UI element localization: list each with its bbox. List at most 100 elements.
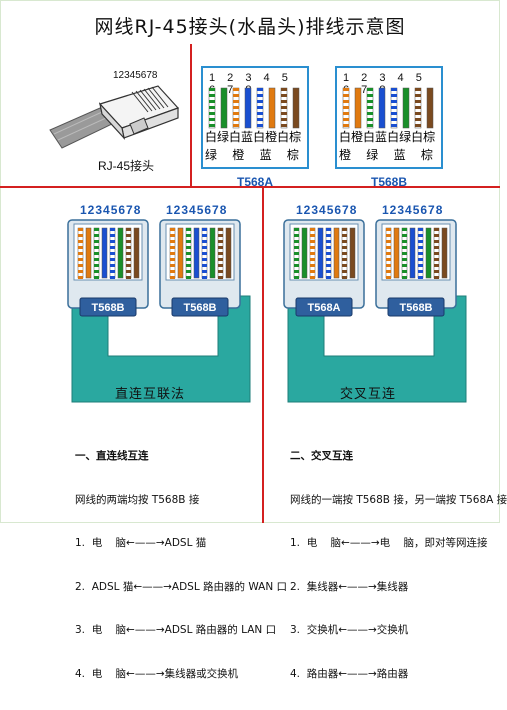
divider-vertical-top [190, 44, 192, 186]
wire-strand [349, 227, 356, 279]
page-title: 网线RJ-45接头(水晶头)排线示意图 [94, 16, 406, 38]
wire-stripe [415, 118, 421, 121]
wire-stripe [110, 258, 115, 261]
wire-stripe [310, 264, 315, 267]
wire-stripe [202, 264, 207, 267]
wire-stripe [209, 118, 215, 121]
wire-stripe [281, 118, 287, 121]
wire-stripe [434, 228, 439, 231]
wire-stripe [186, 228, 191, 231]
wire-stripe [343, 100, 349, 103]
list-item: 4. 电 脑←——→集线器或交换机 [75, 667, 239, 680]
wire-stripe [418, 264, 423, 267]
wire-stripe [367, 100, 373, 103]
wire-stripe [126, 270, 131, 273]
wire-stripe [402, 252, 407, 255]
wire-stripe [281, 112, 287, 115]
wire-stripe [310, 234, 315, 237]
list-item: 2. ADSL 猫←——→ADSL 路由器的 WAN 口 [75, 580, 288, 593]
wire-strand [117, 227, 124, 279]
wire-stripe [170, 276, 175, 279]
wire-stripe [186, 252, 191, 255]
standard-name-t568a: T568A [236, 175, 274, 189]
wire-strand [85, 227, 92, 279]
wire-stripe [202, 252, 207, 255]
section-straight: 一、直连线互连 网线的两端均按 T568B 接 1. 电 脑←——→ADSL 猫… [75, 420, 287, 710]
wire-stripe [94, 240, 99, 243]
wire-stripe [94, 270, 99, 273]
wire-stripe [415, 88, 421, 91]
wire-stripe [402, 270, 407, 273]
list-item: 3. 电 脑←——→ADSL 路由器的 LAN 口 [75, 624, 277, 636]
wire-stripe [209, 94, 215, 97]
wire-stripe [367, 106, 373, 109]
jack-label-left: T568A [307, 302, 340, 314]
list-item: 1. 电 脑←——→电 脑，即对等网连接 [290, 537, 488, 549]
wire-stripe [294, 264, 299, 267]
wire-stripe [418, 246, 423, 249]
wire-stripe [434, 264, 439, 267]
wire-stripe [78, 270, 83, 273]
wire-stripe [126, 252, 131, 255]
list-item: 3. 交换机←——→交换机 [290, 624, 409, 636]
wire-stripe [202, 276, 207, 279]
wire-stripe [326, 258, 331, 261]
wire-stripe [78, 264, 83, 267]
wire-stripe [418, 228, 423, 231]
wire-strand [354, 87, 362, 129]
wire-stripe [434, 246, 439, 249]
bottom-color-labels: 橙 绿 蓝 棕 [339, 148, 433, 162]
wire-stripe [402, 264, 407, 267]
wire-stripe [342, 240, 347, 243]
wire-stripe [326, 276, 331, 279]
top-color-labels: 白橙白蓝白绿白棕 [339, 130, 436, 144]
wire-stripe [402, 240, 407, 243]
wire-strand [225, 227, 232, 279]
wire-stripe [402, 258, 407, 261]
wire-stripe [326, 246, 331, 249]
wire-stripe [391, 112, 397, 115]
wire-stripe [434, 276, 439, 279]
wire-stripe [209, 100, 215, 103]
jack-label-left: T568B [91, 302, 124, 314]
wire-stripe [310, 246, 315, 249]
wire-stripe [294, 258, 299, 261]
wire-strand [402, 87, 410, 129]
jack-pin-numbers: 12345678 [382, 203, 444, 217]
wire-stripe [186, 258, 191, 261]
wire-stripe [391, 88, 397, 91]
wire-stripe [110, 270, 115, 273]
wire-stripe [233, 118, 239, 121]
wire-strand [301, 227, 308, 279]
wire-stripe [391, 94, 397, 97]
wire-stripe [94, 252, 99, 255]
diagram-page: 网线RJ-45接头(水晶头)排线示意图 12345678 RJ-45接头 1 2… [0, 0, 507, 680]
wire-stripe [343, 106, 349, 109]
wire-strand [425, 227, 432, 279]
wire-stripe [170, 264, 175, 267]
wire-stripe [281, 88, 287, 91]
wire-stripe [326, 270, 331, 273]
wire-stripe [434, 258, 439, 261]
wire-stripe [186, 270, 191, 273]
wire-stripe [126, 228, 131, 231]
wire-strands-t568a [208, 87, 300, 129]
wire-stripe [415, 94, 421, 97]
wire-stripe [310, 240, 315, 243]
wire-stripe [94, 276, 99, 279]
wire-strand [317, 227, 324, 279]
wire-stripe [391, 118, 397, 121]
wire-stripe [218, 258, 223, 261]
crossover-diagram: T568A T568B [283, 219, 467, 403]
plug-pin-numbers: 12345678 [113, 70, 158, 81]
wire-stripe [218, 252, 223, 255]
wire-stripe [367, 124, 373, 127]
wire-stripe [434, 270, 439, 273]
wire-stripe [257, 124, 263, 127]
wire-stripe [126, 258, 131, 261]
bottom-color-labels: 绿 橙 蓝 棕 [205, 148, 299, 162]
standard-pin-numbers: 1 2 3 4 5 6 7 8 [209, 72, 293, 96]
wire-strand [101, 227, 108, 279]
section-subtitle: 网线的一端按 T568B 接，另一端按 T568A 接 [290, 493, 507, 506]
crossover-cable-label: 交叉互连 [340, 387, 397, 402]
